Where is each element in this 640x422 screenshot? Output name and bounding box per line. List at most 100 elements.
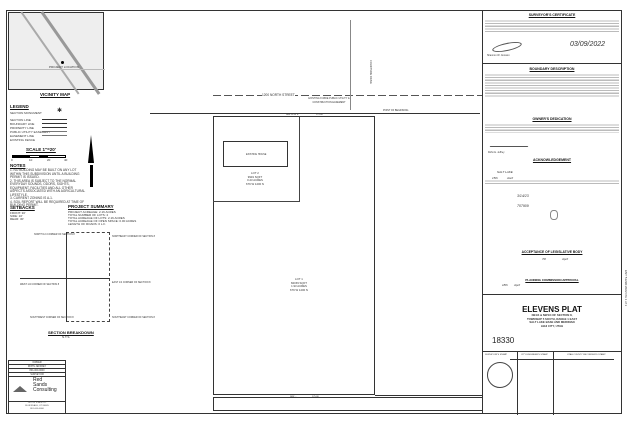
summary-item: TOTAL ACREAGE OF LOTS: 2.16 ACRES bbox=[68, 216, 125, 220]
section-title: ACKNOWLEDGEMENT bbox=[532, 158, 572, 162]
vicinity-map-title: VICINITY MAP bbox=[40, 92, 71, 97]
plat-title: ELEVENS PLAT bbox=[522, 305, 582, 314]
note: 4. SOIL REPORT WILL BE REQUIRED AT TIME … bbox=[10, 199, 85, 207]
planning-day: 18th bbox=[502, 283, 508, 287]
vicinity-map: PROJECT LOCATION bbox=[8, 11, 105, 95]
scale-bar bbox=[12, 155, 66, 158]
lot-2-address: 679 W 1200 N bbox=[246, 181, 264, 186]
plat-location-line: NE1/4 & NW1/4 OF SECTION 8, bbox=[531, 313, 573, 317]
company-name: Consulting bbox=[33, 387, 57, 393]
county-value: SALT LAKE bbox=[497, 170, 513, 174]
section-monument-icon: ✱ bbox=[57, 108, 63, 114]
owner-row: SURVEYOR bbox=[9, 373, 65, 377]
existing-house: EXISTING HOUSE bbox=[223, 141, 288, 167]
legend-item: BOUNDARY LINE bbox=[10, 122, 35, 126]
plat-location-line: TOWNSHIP 5 SOUTH, RANGE 1 EAST bbox=[526, 316, 578, 321]
lot-2-acres: 0.23 ACRES bbox=[247, 178, 263, 182]
company-name: Sands bbox=[33, 382, 48, 388]
section-title: OWNER'S DEDICATION bbox=[532, 117, 572, 121]
street-centerline bbox=[213, 95, 483, 96]
surveyor-seal bbox=[487, 362, 513, 388]
owner-name: Rohn E. Jeffrey bbox=[488, 151, 505, 154]
plat-location-line: SALT LAKE BASE AND MERIDIAN bbox=[529, 320, 575, 325]
section-breakdown-title: SECTION BREAKDOWN bbox=[48, 330, 94, 335]
scale-title: SCALE 1"=20' bbox=[26, 147, 56, 152]
section-title: SURVEYOR'S CERTIFICATE bbox=[528, 13, 576, 17]
title-block: ELEVENS PLAT NE1/4 & NW1/4 OF SECTION 8,… bbox=[482, 294, 622, 351]
section-title: ACCEPTANCE OF LEGISLATIVE BODY bbox=[521, 250, 583, 254]
house-label: EXISTING HOUSE bbox=[246, 153, 267, 156]
company-name: Red bbox=[33, 377, 43, 383]
company-address: 1575 N. STATE ST. bbox=[27, 402, 47, 404]
plat-location-line: LEHI CITY, UTAH bbox=[540, 323, 564, 328]
sheet-border bbox=[6, 10, 622, 414]
company-logo-icon bbox=[13, 386, 27, 392]
planning-approval-section: PLANNING COMMISSION APPROVAL 18th April bbox=[482, 278, 622, 294]
company-block: OWNER ROHN JEFFREY 801-000-0000 SURVEYOR… bbox=[8, 360, 66, 414]
notes-title: NOTES bbox=[10, 163, 26, 168]
section-corner-label: EAST 1/4 CORNER OF SECTION 8 bbox=[112, 281, 151, 284]
north-arrow-icon bbox=[88, 135, 94, 163]
scale-tick: 40 bbox=[64, 158, 68, 162]
summary-item: PROJECT ACREAGE: 2.16 ACRES bbox=[68, 210, 116, 214]
surveyor-name: Shannon W. Jonsson bbox=[487, 54, 510, 57]
scale-tick: 20 bbox=[47, 158, 51, 162]
owner-row: 801-000-0000 bbox=[9, 369, 65, 373]
note: 3. CURRENT ZONING IS A-1. bbox=[10, 196, 53, 200]
setback-item: REAR: 30' bbox=[10, 217, 24, 221]
lot-1-name: LOT 1 bbox=[295, 277, 303, 281]
stamp-label: UTAH COUNTY RECORDER'S STAMP bbox=[567, 354, 606, 356]
project-summary-title: PROJECT SUMMARY bbox=[68, 204, 114, 209]
distance-label: 275.86 bbox=[316, 114, 323, 116]
owners-dedication-section: OWNER'S DEDICATION Rohn E. Jeffrey bbox=[482, 115, 622, 158]
boundary-description-section: BOUNDARY DESCRIPTION bbox=[482, 63, 622, 115]
lot-1-acres: 1.93 ACRES bbox=[291, 284, 307, 288]
stamp-label: SURVEYOR'S STAMP bbox=[485, 354, 508, 356]
surveyors-certificate-section: SURVEYOR'S CERTIFICATE 03/09/2022 Shanno… bbox=[482, 10, 622, 63]
bearing-label: N89°26'54"E bbox=[286, 114, 299, 116]
notary-seal bbox=[550, 210, 558, 220]
plat-number: 18330 bbox=[492, 336, 515, 345]
owner-row: OWNER bbox=[9, 361, 65, 365]
project-location-marker bbox=[61, 61, 64, 64]
scale-tick: 0 bbox=[11, 158, 13, 162]
lot-2-outline bbox=[213, 116, 300, 202]
acceptance-section: ACCEPTANCE OF LEGISLATIVE BODY 7th April bbox=[482, 248, 622, 278]
boundary-outline bbox=[213, 116, 375, 395]
legend-item: EASEMENT LINE bbox=[10, 134, 34, 138]
commission-expires: 3/14/23 bbox=[517, 194, 529, 198]
point-of-beginning: POINT OF BEGINNING bbox=[383, 109, 409, 112]
section-corner-label: NORTH 1/4 CORNER OF SECTION 8 bbox=[34, 233, 75, 236]
surveyor-signature bbox=[491, 39, 523, 55]
project-location-label: PROJECT LOCATION bbox=[49, 65, 79, 69]
section-corner-label: NORTHEAST CORNER OF SECTION 8 bbox=[112, 235, 155, 238]
legend-item: PUBLIC UTILITY EASEMENT bbox=[10, 130, 51, 134]
commission-number: 707909 bbox=[517, 204, 529, 208]
setbacks-title: SETBACKS bbox=[10, 205, 35, 210]
lot-2-sqft: 9919 SQFT bbox=[247, 174, 263, 179]
company-address: 801-000-0000 bbox=[30, 408, 44, 410]
legend-item: SECTION MONUMENT bbox=[10, 111, 42, 115]
summary-item: LENGTH OF ROADS: 0 L.F. bbox=[68, 222, 106, 226]
owner-row: ROHN JEFFREY bbox=[9, 365, 65, 369]
section-breakdown-diagram bbox=[66, 232, 110, 322]
section-corner-label: SOUTHEAST CORNER OF SECTION 8 bbox=[112, 316, 155, 319]
easement-note: EXISTING 8 WIDE PUBLIC UTILITY & CONSTRU… bbox=[308, 97, 350, 104]
legend-item: PROPERTY LINE bbox=[10, 126, 34, 130]
planning-month: April bbox=[514, 283, 521, 287]
ack-day: 15th bbox=[492, 176, 498, 180]
ack-month: April bbox=[507, 176, 514, 180]
bearing-label: N89°... bbox=[290, 396, 297, 398]
owner-signature bbox=[489, 139, 533, 147]
street-name: 1200 NORTH STREET bbox=[262, 93, 295, 97]
legend-title: LEGEND bbox=[10, 104, 29, 109]
legend-item: SECTION LINE bbox=[10, 118, 31, 122]
side-street-name: COURTSIDE DRIVE bbox=[369, 60, 372, 84]
lot-2-name: LOT 2 bbox=[251, 171, 259, 175]
acceptance-day: 7th bbox=[542, 257, 547, 261]
certificate-date: 03/09/2022 bbox=[570, 41, 606, 48]
distance-label: 275.86 bbox=[312, 396, 319, 398]
company-address: BLUFFDALE, UT 84065 bbox=[25, 405, 49, 407]
summary-item: TOTAL ACREAGE OF OPEN SPACE: 0.00 ACRES bbox=[68, 219, 137, 223]
scale-tick: 10 bbox=[29, 158, 33, 162]
